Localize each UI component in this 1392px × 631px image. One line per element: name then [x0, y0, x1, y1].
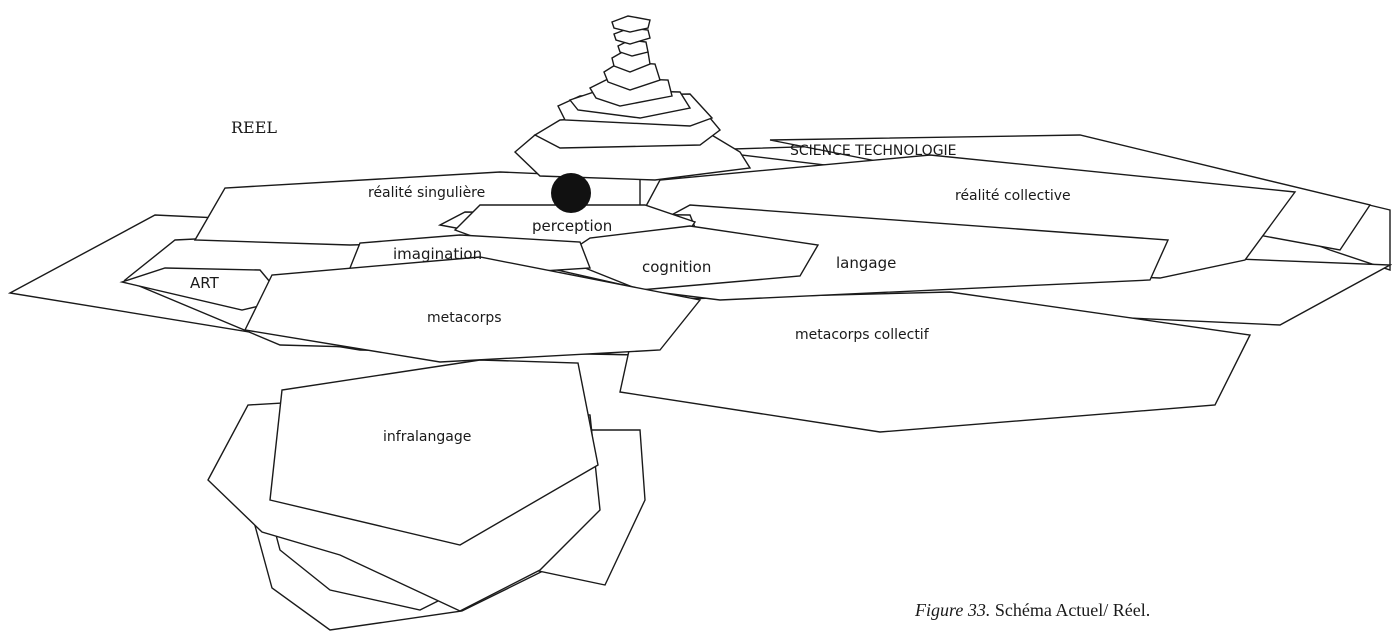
- reel-label: REEL: [231, 118, 277, 137]
- figure-label: Figure 33.: [915, 600, 991, 620]
- plate-metacorps: [243, 256, 702, 363]
- label-science-technologie: SCIENCE TECHNOLOGIE: [790, 143, 957, 159]
- label-metacorps-collectif: metacorps collectif: [795, 327, 930, 343]
- label-imagination: imagination: [393, 245, 482, 263]
- plate-metacorps-collectif: [619, 291, 1252, 433]
- label-perception: perception: [532, 217, 612, 235]
- plate-pyramid-10: [611, 15, 651, 33]
- figure-caption: Figure 33. Schéma Actuel/ Réel.: [915, 600, 1150, 621]
- label-langage: langage: [836, 254, 896, 272]
- plate-infralangage-1: [269, 359, 599, 546]
- label-realite-collective: réalité collective: [955, 188, 1071, 204]
- label-cognition: cognition: [642, 258, 711, 276]
- label-art: ART: [190, 274, 220, 292]
- perception-dot: [551, 173, 591, 213]
- label-infralangage: infralangage: [383, 429, 471, 445]
- label-realite-singuliere: réalité singulière: [368, 185, 485, 201]
- figure-caption-text: Schéma Actuel/ Réel.: [990, 600, 1151, 620]
- label-metacorps: metacorps: [427, 310, 502, 326]
